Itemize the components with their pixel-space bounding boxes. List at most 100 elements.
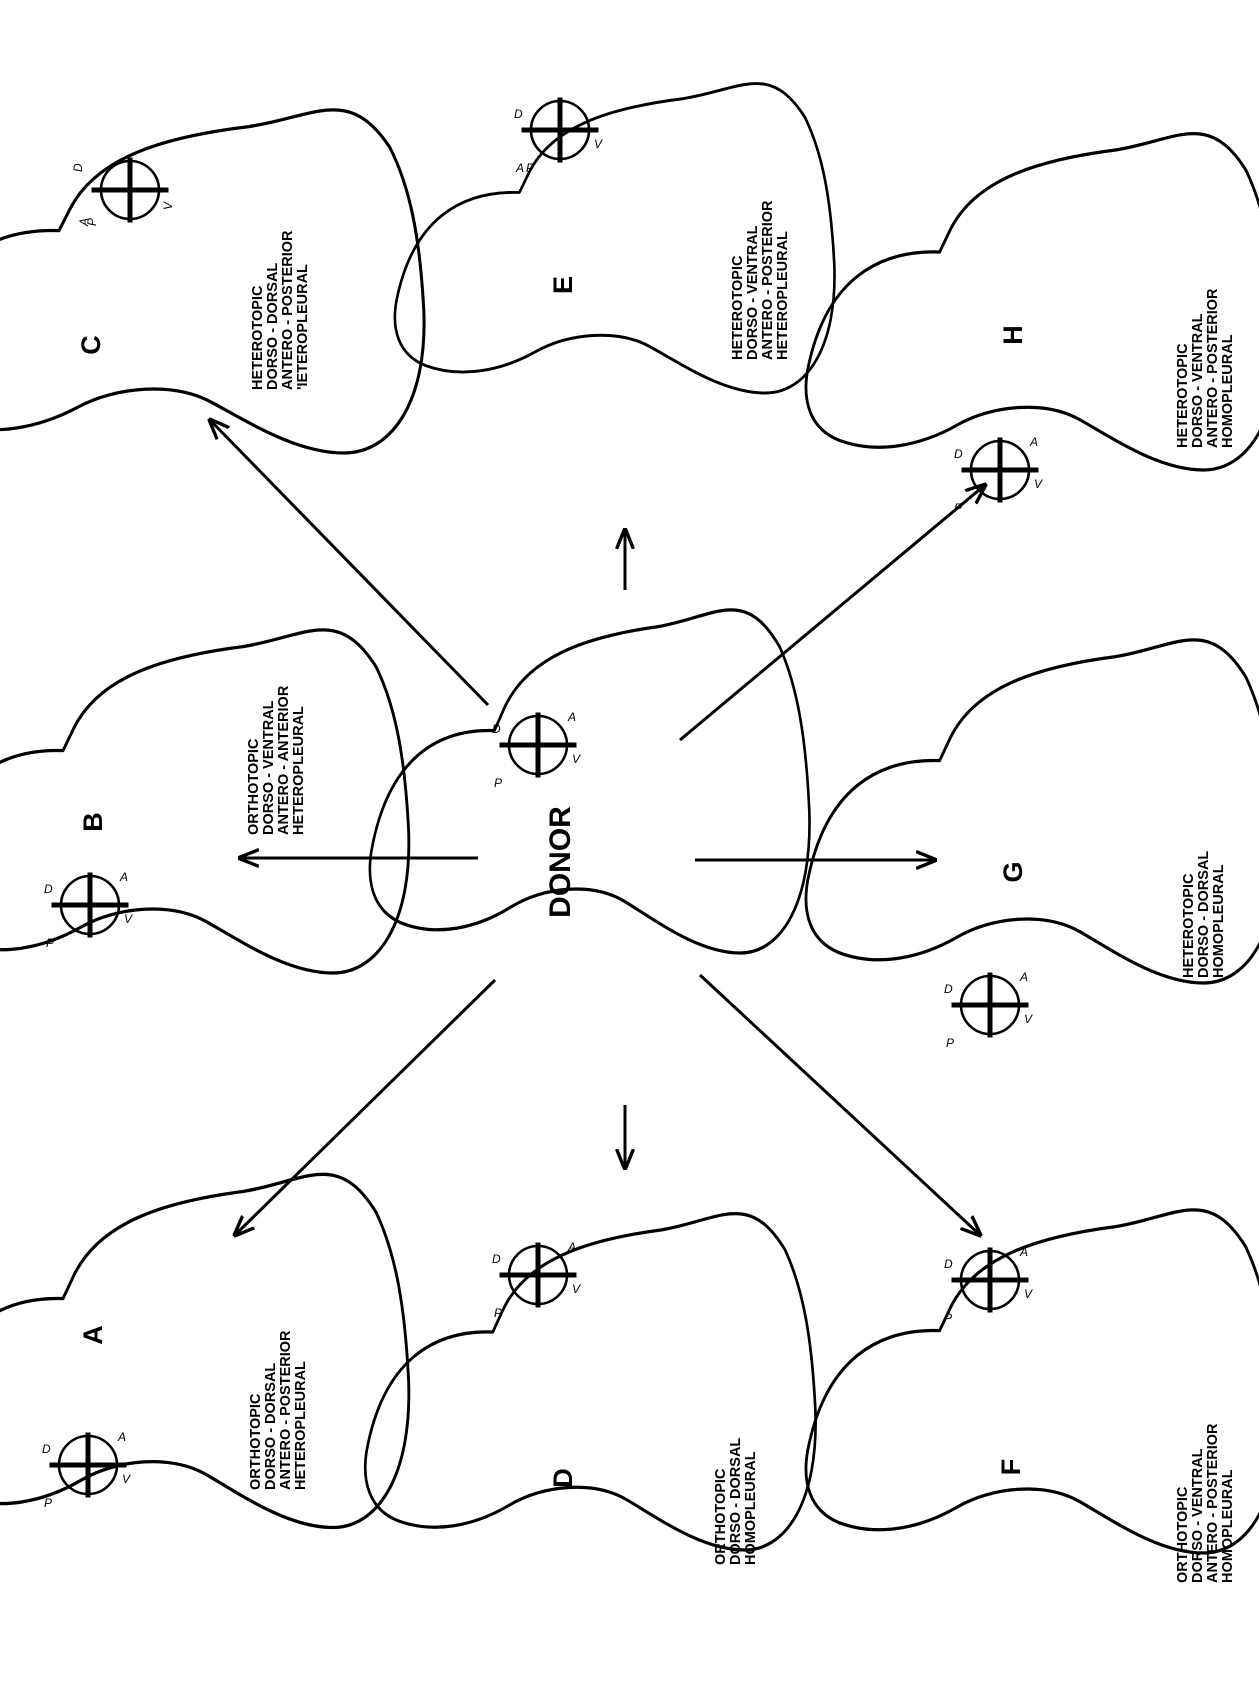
axis-label: A [1029,435,1038,449]
donor-label: DONOR [544,806,577,918]
arrow-to-f [700,975,980,1235]
description-line: ANTERO - POSTERIOR [278,1330,294,1490]
description-a: ORTHOTOPIC DORSO - DORSAL ANTERO - POSTE… [248,1330,309,1490]
description-line: HOMOPLEURAL [1211,864,1227,978]
axis-label: A [1019,1245,1028,1259]
description-d: ORTHOTOPIC DORSO - DORSAL HOMOPLEURAL [713,1438,759,1565]
description-line: ORTHOTOPIC [248,1393,264,1490]
arrows [210,420,985,1235]
description-line: DORSO - DORSAL [728,1438,744,1565]
description-line: ANTERO - POSTERIOR [1205,288,1221,448]
axis-label: V [594,137,603,151]
description-line: DORSO - VENTRAL [1190,1448,1206,1583]
description-b: ORTHOTOPIC DORSO - VENTRAL ANTERO - ANTE… [246,685,307,835]
axis-label: V [572,1282,581,1296]
description-c: HETEROTOPIC DORSO - DORSAL ANTERO - POST… [250,230,311,390]
description-line: ANTERO - POSTERIOR [1205,1423,1221,1583]
panel-letter-g: G [998,861,1028,882]
description-line: HETEROPLEURAL [293,1361,309,1490]
description-h: HETEROTOPIC DORSO - VENTRAL ANTERO - POS… [1175,288,1236,448]
panel-letter-f: F [996,1459,1026,1476]
axis-label: V [1034,477,1043,491]
axis-label: D [492,1252,501,1266]
axis-label: V [1024,1287,1033,1301]
axis-label: D [44,882,53,896]
axis-label: P [946,1036,954,1050]
description-line: ANTERO - POSTERIOR [760,200,776,360]
axis-label: P [494,776,502,790]
description-line: ORTHOTOPIC [246,738,262,835]
axis-symbol-a: D V A P [42,1430,131,1510]
axis-label: P [944,1311,952,1325]
description-line: HETEROTOPIC [730,255,746,360]
axis-label: P [526,161,534,175]
axis-symbol-g: D V A P [944,970,1033,1050]
axis-symbol-c: D V A P [71,160,175,227]
axis-label: D [492,722,501,736]
axis-label: P [85,218,99,226]
description-line: 'IETEROPLEURAL [295,264,311,390]
axis-label: P [46,936,54,950]
description-line: HOMOPLEURAL [743,1451,759,1565]
axis-label: D [954,447,963,461]
panel-letter-e: E [548,276,578,294]
description-line: HOMOPLEURAL [1220,334,1236,448]
description-g: HETEROTOPIC DORSO - DORSAL HOMOPLEURAL [1181,851,1227,978]
description-line: DORSO - DORSAL [263,1363,279,1490]
axis-label: V [572,752,581,766]
axis-symbol-h: D V P A [954,435,1043,515]
description-line: ANTERO - ANTERIOR [276,685,292,835]
axis-label: D [514,107,523,121]
card-c [0,110,424,453]
axis-label: A [567,710,576,724]
description-line: DORSO - DORSAL [265,263,281,390]
axis-label: V [124,912,133,926]
panel-letter-h: H [998,325,1028,345]
panel-letter-d: D [548,1468,578,1488]
axis-label: A [567,1240,576,1254]
arrow-to-h [680,485,985,740]
axis-label: V [1024,1012,1033,1026]
axis-label: V [122,1472,131,1486]
description-line: HOMOPLEURAL [1220,1469,1236,1583]
description-line: HETEROPLEURAL [291,706,307,835]
axis-label: P [954,501,962,515]
description-line: ORTHOTOPIC [1175,1486,1191,1583]
arrow-to-c [210,420,488,705]
axis-symbol-donor: D V A P [492,710,581,790]
limb-outline-b [0,630,409,973]
axis-label: P [44,1496,52,1510]
description-line: DORSO - VENTRAL [261,700,277,835]
description-line: ANTERO - POSTERIOR [280,230,296,390]
axis-label: D [944,982,953,996]
axis-label: A [1019,970,1028,984]
axis-symbol-e: D V A P [514,100,603,175]
axis-label: V [161,201,175,210]
description-line: ORTHOTOPIC [713,1468,729,1565]
axis-label: A [119,870,128,884]
description-e: HETEROTOPIC DORSO - VENTRAL ANTERO - POS… [730,200,791,360]
axis-label: A [117,1430,126,1444]
description-line: HETEROTOPIC [250,285,266,390]
description-line: DORSO - DORSAL [1196,851,1212,978]
card-b [0,630,409,973]
axis-label: A [515,161,524,175]
limb-outline-donor [370,610,810,953]
description-line: DORSO - VENTRAL [1190,313,1206,448]
description-line: HETEROTOPIC [1181,873,1197,978]
panel-letter-c: C [76,335,106,355]
panel-letter-a: A [78,1325,108,1345]
axis-label: D [944,1257,953,1271]
axis-symbol-f: D V P A [944,1245,1033,1325]
limb-outline-c [0,110,424,453]
description-f: ORTHOTOPIC DORSO - VENTRAL ANTERO - POST… [1175,1423,1236,1583]
card-donor [370,610,810,953]
description-line: HETEROTOPIC [1175,343,1191,448]
axis-label: P [494,1306,502,1320]
description-line: DORSO - VENTRAL [745,225,761,360]
axis-label: D [71,163,85,172]
description-line: HETEROPLEURAL [775,231,791,360]
axis-label: D [42,1442,51,1456]
panel-letter-b: B [78,812,108,832]
